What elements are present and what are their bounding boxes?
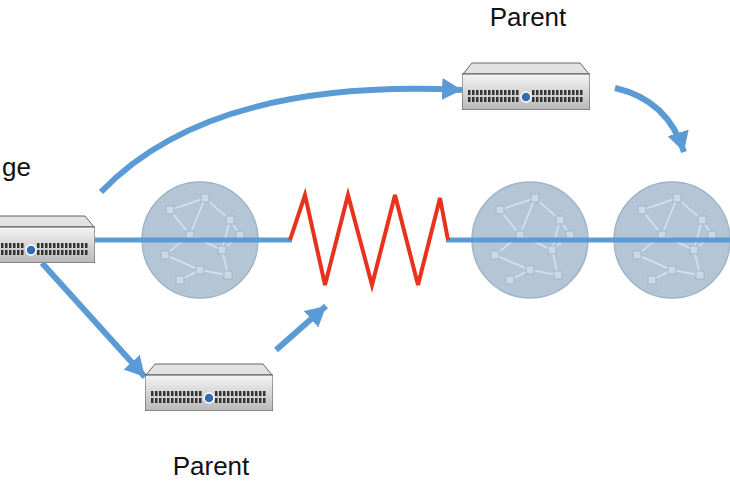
server-node: Parent xyxy=(145,363,277,481)
server-node: ge xyxy=(2,152,101,263)
server-icon xyxy=(145,363,273,411)
server-label: ge xyxy=(2,152,101,182)
server-icon xyxy=(462,62,590,110)
server-label: Parent xyxy=(145,451,277,481)
flow-arrow xyxy=(276,306,326,350)
network-link xyxy=(446,238,730,243)
congestion-zigzag xyxy=(290,195,448,285)
flow-arrow xyxy=(615,88,684,152)
server-node: Parent xyxy=(462,2,594,110)
flow-arrow xyxy=(101,89,462,192)
server-label: Parent xyxy=(462,2,594,32)
server-icon xyxy=(0,215,95,263)
flow-arrow xyxy=(42,263,145,377)
